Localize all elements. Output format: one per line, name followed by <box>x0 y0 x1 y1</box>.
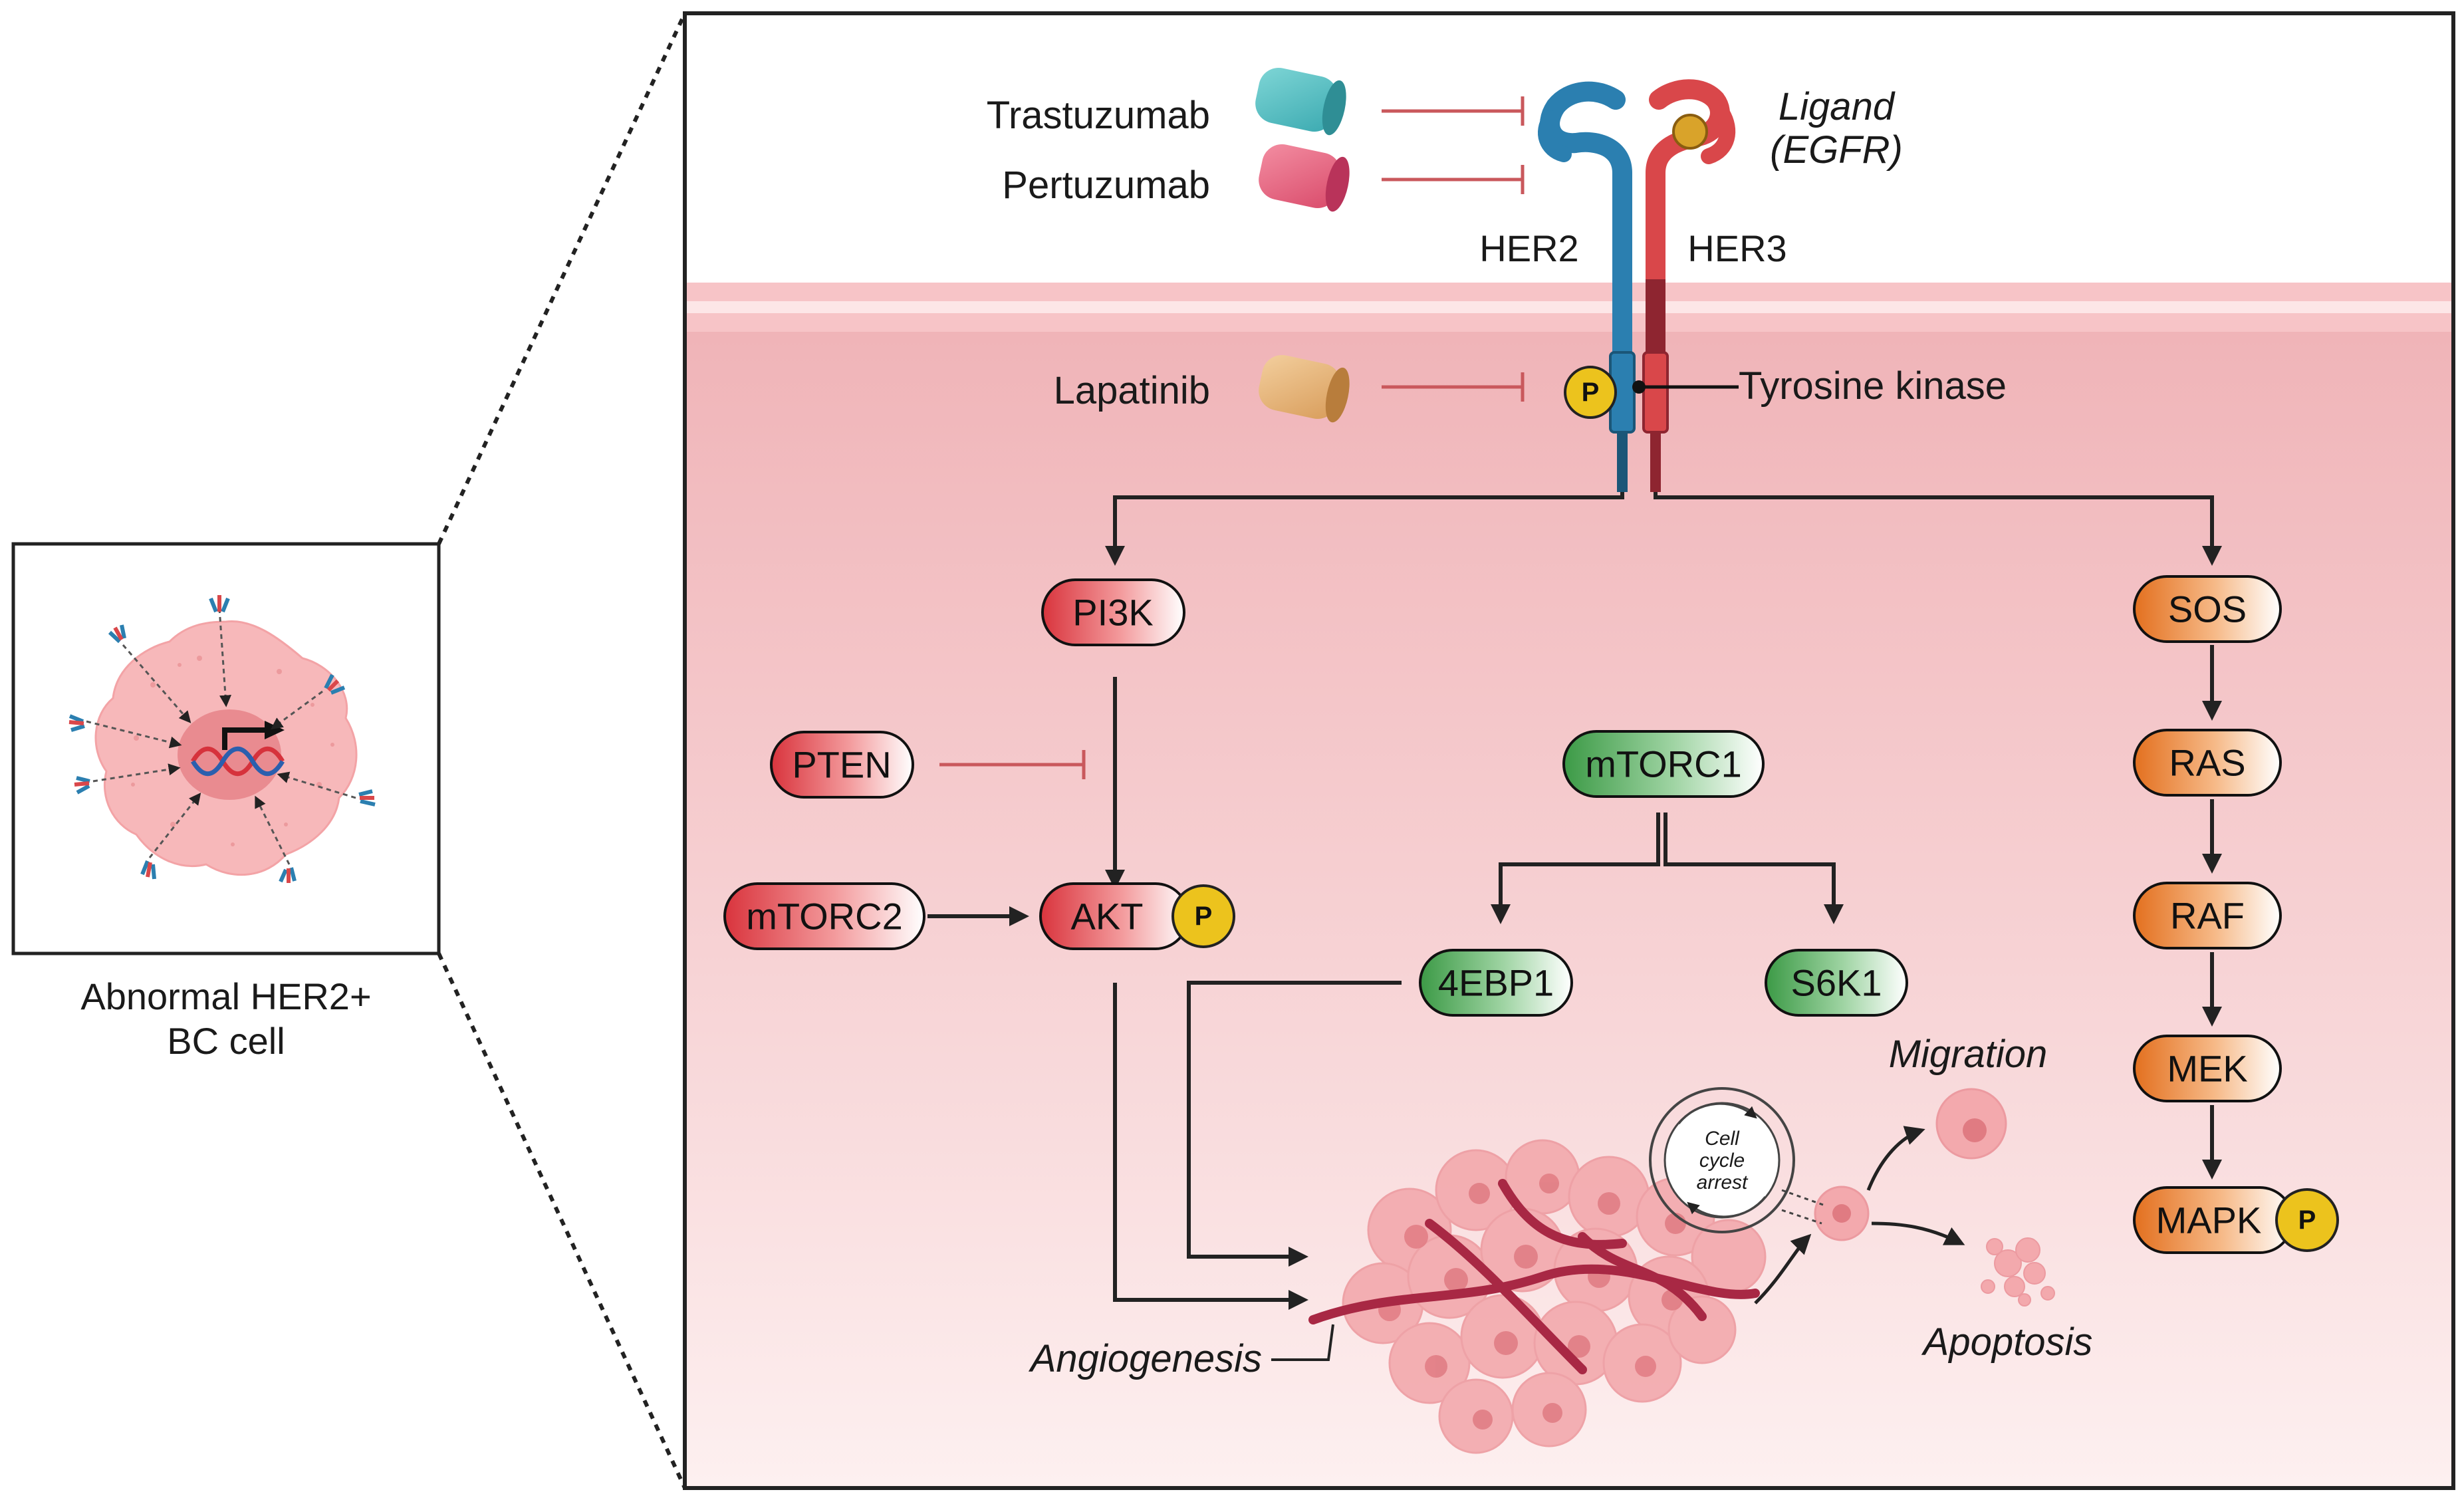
cell-speckles <box>131 656 334 846</box>
svg-text:PI3K: PI3K <box>1072 592 1153 634</box>
ras-node: RAS <box>2133 729 2282 797</box>
svg-text:P: P <box>1582 378 1600 407</box>
svg-text:SOS: SOS <box>2168 588 2247 630</box>
mtorc2-node: mTORC2 <box>723 882 925 950</box>
cell-label-line1: Abnormal HER2+ <box>80 975 371 1017</box>
svg-text:PTEN: PTEN <box>792 744 891 786</box>
pertuzumab-group: Pertuzumab <box>1002 144 1525 212</box>
lapatinib-label: Lapatinib <box>1054 369 1210 412</box>
pertuzumab-label: Pertuzumab <box>1002 164 1210 207</box>
raf-node: RAF <box>2133 882 2282 949</box>
cell-inset: Abnormal HER2+ BC cell <box>11 542 441 1062</box>
apoptosis-arrow <box>1871 1221 1965 1245</box>
pten-node: PTEN <box>770 731 914 799</box>
ligand-label-line1: Ligand <box>1779 85 1896 128</box>
akt-node: AKT P <box>1039 882 1235 950</box>
svg-text:cycle: cycle <box>1699 1150 1745 1172</box>
svg-text:RAF: RAF <box>2170 895 2245 937</box>
mtorc1-node: mTORC1 <box>1562 730 1765 798</box>
receptor-phospho: P <box>1564 366 1617 419</box>
svg-text:AKT: AKT <box>1071 896 1144 938</box>
single-cell <box>1814 1186 1870 1241</box>
tumor-cluster <box>1308 1139 1767 1454</box>
lapatinib-group: Lapatinib <box>1054 355 1525 423</box>
migration-cell <box>1935 1088 2007 1160</box>
ligand <box>1672 114 1708 150</box>
trastuzumab-group: Trastuzumab <box>987 68 1525 137</box>
tumor-to-cell-arrow <box>1754 1233 1812 1305</box>
svg-text:Cell: Cell <box>1705 1128 1740 1150</box>
lapatinib-icon <box>1259 355 1350 423</box>
svg-text:arrest: arrest <box>1697 1172 1749 1193</box>
s6k1-node: S6K1 <box>1765 949 1908 1017</box>
svg-text:P: P <box>2298 1205 2316 1235</box>
migration-arrow <box>1866 1126 1925 1191</box>
her3-label: HER3 <box>1687 227 1786 269</box>
svg-text:mTORC2: mTORC2 <box>746 896 902 938</box>
tyrosine-kinase-label: Tyrosine kinase <box>1739 364 2007 408</box>
svg-text:S6K1: S6K1 <box>1791 962 1882 1004</box>
inset-receptors <box>86 608 356 865</box>
svg-text:mTORC1: mTORC1 <box>1585 743 1741 785</box>
inset-receptor-icons <box>68 595 376 883</box>
apoptosis-label: Apoptosis <box>1921 1320 2093 1364</box>
ligand-label-line2: (EGFR) <box>1770 128 1903 172</box>
trastuzumab-icon <box>1255 68 1346 136</box>
mek-node: MEK <box>2133 1035 2282 1102</box>
cell-cycle-arrest: Cell cycle arrest <box>1649 1087 1824 1233</box>
svg-text:P: P <box>1195 902 1213 931</box>
trastuzumab-label: Trastuzumab <box>987 94 1210 137</box>
her2-label: HER2 <box>1479 227 1578 269</box>
angiogenesis-leader <box>1271 1324 1334 1361</box>
zoom-lines <box>437 12 687 1489</box>
sos-node: SOS <box>2133 575 2282 643</box>
svg-text:4EBP1: 4EBP1 <box>1438 962 1554 1004</box>
svg-text:MAPK: MAPK <box>2156 1199 2262 1241</box>
pathway-arrows <box>927 492 2222 1310</box>
angiogenesis-label: Angiogenesis <box>1029 1337 1262 1380</box>
svg-text:RAS: RAS <box>2169 742 2245 784</box>
her2-receptor <box>1538 81 1636 492</box>
migration-label: Migration <box>1889 1033 2048 1076</box>
pi3k-node: PI3K <box>1041 578 1185 646</box>
pertuzumab-icon <box>1259 144 1350 212</box>
mapk-node: MAPK P <box>2133 1186 2339 1254</box>
4ebp1-node: 4EBP1 <box>1419 949 1573 1017</box>
apoptosis-cell <box>1981 1237 2055 1307</box>
her3-receptor <box>1642 79 1736 492</box>
svg-text:MEK: MEK <box>2167 1048 2247 1090</box>
cell-label-line2: BC cell <box>167 1020 285 1062</box>
